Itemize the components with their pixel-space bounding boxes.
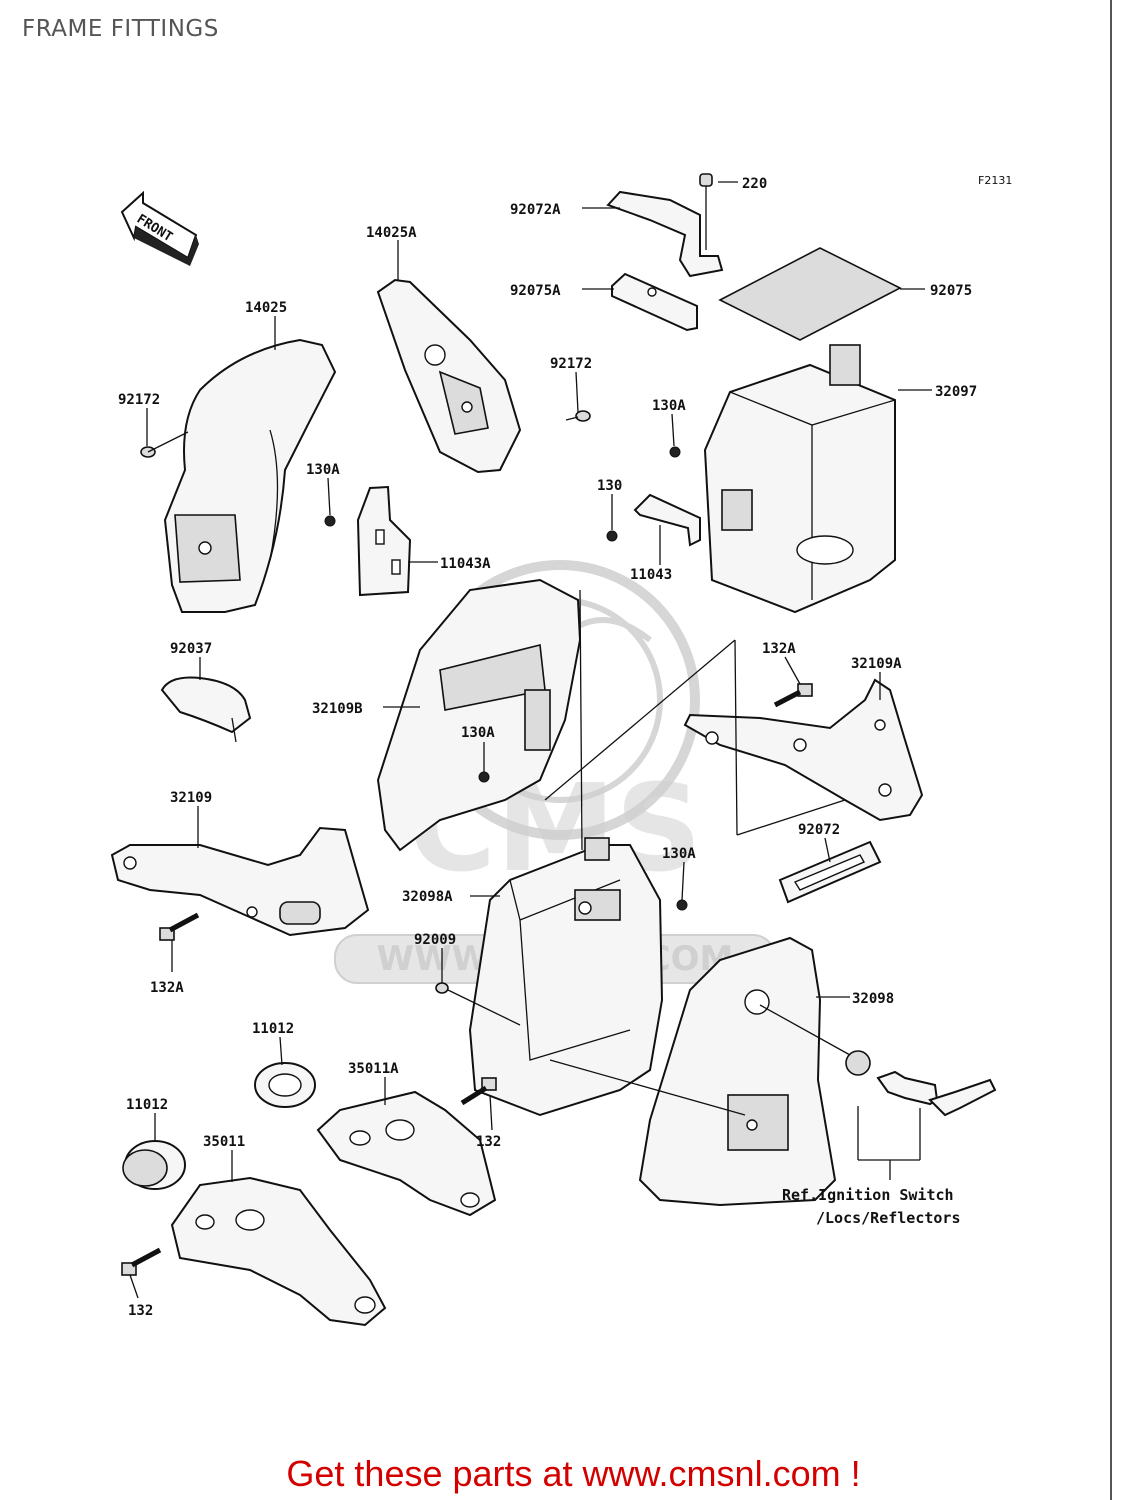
callout-11043: 11043 — [630, 567, 672, 583]
callout-11012-a: 11012 — [252, 1021, 294, 1037]
part-14025-side-cover — [163, 338, 337, 613]
callout-32109A: 32109A — [851, 656, 902, 672]
callout-130: 130 — [597, 478, 622, 494]
part-92072A-bracket — [606, 190, 724, 278]
callout-220: 220 — [742, 176, 767, 192]
callout-132A-left: 132A — [150, 980, 184, 996]
part-key-lock-set — [845, 1050, 997, 1117]
part-92172-screw-right — [565, 410, 591, 422]
leader-lines — [129, 181, 932, 1299]
part-35011A-bracket — [316, 1090, 497, 1217]
part-220-screw — [699, 173, 713, 250]
part-32097-battery-case — [703, 344, 896, 614]
part-11012-cap-b — [122, 1140, 186, 1190]
callout-11012-b: 11012 — [126, 1097, 168, 1113]
callout-130A-lower: 130A — [662, 846, 696, 862]
part-130A-bolt-center — [478, 771, 490, 783]
callout-130A-top: 130A — [652, 398, 686, 414]
cmsnl-link-banner[interactable]: Get these parts at www.cmsnl.com ! — [286, 1453, 861, 1494]
part-14025A-side-cover — [376, 278, 522, 474]
callout-32098A: 32098A — [402, 889, 453, 905]
part-92172-screw-left — [140, 431, 189, 458]
part-11043A-bracket — [356, 485, 412, 597]
part-132-bolt-left — [121, 1247, 162, 1276]
callout-32098: 32098 — [852, 991, 894, 1007]
part-11043-clip — [633, 493, 701, 547]
callout-92037: 92037 — [170, 641, 212, 657]
part-92075A-plate — [611, 272, 698, 332]
page-title: FRAME FITTINGS — [22, 16, 219, 42]
part-92037-clamp — [160, 676, 252, 743]
callout-132-mid: 132 — [476, 1134, 501, 1150]
part-130A-bolt-lower — [676, 899, 688, 911]
part-92075-pad — [718, 247, 902, 341]
part-132A-bolt-right — [773, 683, 813, 708]
callout-14025A: 14025A — [366, 225, 417, 241]
part-130A-bolt-mid — [324, 515, 336, 527]
callout-92072: 92072 — [798, 822, 840, 838]
callout-14025: 14025 — [245, 300, 287, 316]
callout-92009: 92009 — [414, 932, 456, 948]
callout-32109B: 32109B — [312, 701, 363, 717]
part-132A-bolt-left — [159, 912, 200, 941]
reference-note-line1: Ref.Ignition Switch — [782, 1186, 954, 1204]
part-35011-bracket — [170, 1176, 387, 1327]
reference-note-line2: /Locs/Reflectors — [816, 1209, 961, 1227]
right-border-line — [1110, 0, 1112, 1500]
part-32109B-cover — [376, 578, 582, 852]
callout-130A-center: 130A — [461, 725, 495, 741]
part-32109-rail — [110, 826, 370, 937]
part-11012-grommet-a — [254, 1062, 316, 1108]
callout-92075: 92075 — [930, 283, 972, 299]
callout-11043A: 11043A — [440, 556, 491, 572]
callout-labels: 220 92072A 14025A 92075A 92075 14025 921… — [118, 176, 977, 1319]
callout-32109: 32109 — [170, 790, 212, 806]
callout-92075A: 92075A — [510, 283, 561, 299]
callout-32097: 32097 — [935, 384, 977, 400]
part-130-bolt — [606, 530, 618, 542]
callout-92172-left: 92172 — [118, 392, 160, 408]
assembly-guide-lines — [544, 589, 851, 1116]
callout-130A-mid: 130A — [306, 462, 340, 478]
callout-92072A: 92072A — [510, 202, 561, 218]
part-132-bolt-mid — [460, 1077, 497, 1106]
part-130A-bolt-top — [669, 446, 681, 458]
callout-132-left: 132 — [128, 1303, 153, 1319]
part-32109A-rail — [683, 678, 924, 822]
figure-code: F2131 — [978, 174, 1012, 187]
callout-35011A: 35011A — [348, 1061, 399, 1077]
front-direction-arrow: FRONT — [120, 190, 199, 266]
part-32098-cover — [638, 936, 837, 1207]
callout-35011: 35011 — [203, 1134, 245, 1150]
parts-diagram: CMS WWW.CMSNL.COM FRONT F2131 — [110, 173, 1012, 1327]
part-92072-strap — [778, 840, 882, 904]
callout-132A-right: 132A — [762, 641, 796, 657]
reference-note: Ref.Ignition Switch /Locs/Reflectors — [782, 1186, 961, 1227]
callout-92172-right: 92172 — [550, 356, 592, 372]
part-32098A-box — [468, 837, 664, 1117]
